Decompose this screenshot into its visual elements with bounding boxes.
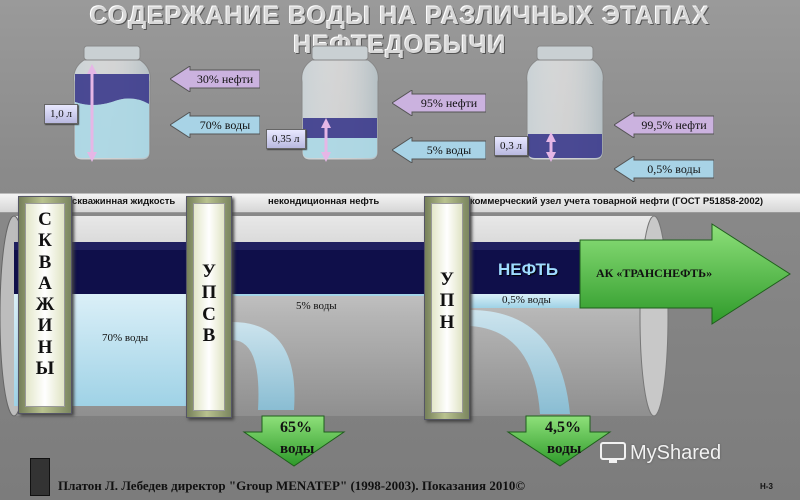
- jar-3-water-arrow: 0,5% воды: [614, 156, 714, 182]
- jar-1-oil-label: 30% нефти: [196, 72, 254, 86]
- jar-1-oil-arrow: 30% нефти: [170, 66, 260, 92]
- water-05-label: 0,5% воды: [502, 294, 551, 306]
- jar-2-volume: 0,35 л: [266, 129, 306, 149]
- jar-3-oil-label: 99,5% нефти: [641, 118, 707, 132]
- watermark-text: MyShared: [630, 441, 722, 464]
- watermark-icon: [600, 442, 626, 463]
- stage-offspec-oil: некондиционная нефть: [268, 196, 380, 207]
- slide-title: СОДЕРЖАНИЕ ВОДЫ НА РАЗЛИЧНЫХ ЭТАПАХ НЕФТ…: [89, 2, 711, 59]
- water-70-label: 70% воды: [102, 332, 149, 344]
- jar-2-water-arrow: 5% воды: [392, 137, 486, 163]
- menatep-logo: [30, 458, 50, 496]
- jar-1: [73, 45, 151, 162]
- jar-2: [301, 45, 379, 162]
- watermark: MyShared: [600, 440, 721, 466]
- outflow-2-unit: воды: [547, 441, 582, 457]
- jar-2-oil-arrow: 95% нефти: [392, 90, 486, 116]
- jar-3: [526, 45, 604, 162]
- oil-label: НЕФТЬ: [498, 260, 559, 279]
- jar-2-oil-label: 95% нефти: [420, 96, 478, 110]
- water-5-label: 5% воды: [296, 300, 337, 312]
- outflow-1-unit: воды: [280, 441, 315, 457]
- jar-3-oil-arrow: 99,5% нефти: [614, 112, 714, 138]
- jar-1-water-arrow: 70% воды: [170, 112, 260, 138]
- jar-2-water-label: 5% воды: [426, 143, 472, 157]
- outflow-1-pct: 65%: [280, 419, 312, 436]
- transneft-label: АК «ТРАНСНЕФТЬ»: [596, 266, 713, 280]
- jar-3-water-label: 0,5% воды: [647, 162, 701, 176]
- jar-1-volume: 1,0 л: [44, 104, 78, 124]
- stage-commercial-metering: коммерческий узел учета товарной нефти (…: [470, 196, 764, 207]
- outflow-2-pct: 4,5%: [545, 419, 581, 436]
- jar-3-volume: 0,3 л: [494, 136, 528, 156]
- jar-1-water-label: 70% воды: [199, 118, 251, 132]
- page-number: Н-3: [760, 482, 773, 491]
- stage-well-fluid: скважинная жидкость: [72, 196, 176, 207]
- pipeline-diagram: [0, 215, 791, 467]
- footer-credit: Платон Л. Лебедев директор "Group MENATE…: [58, 478, 526, 493]
